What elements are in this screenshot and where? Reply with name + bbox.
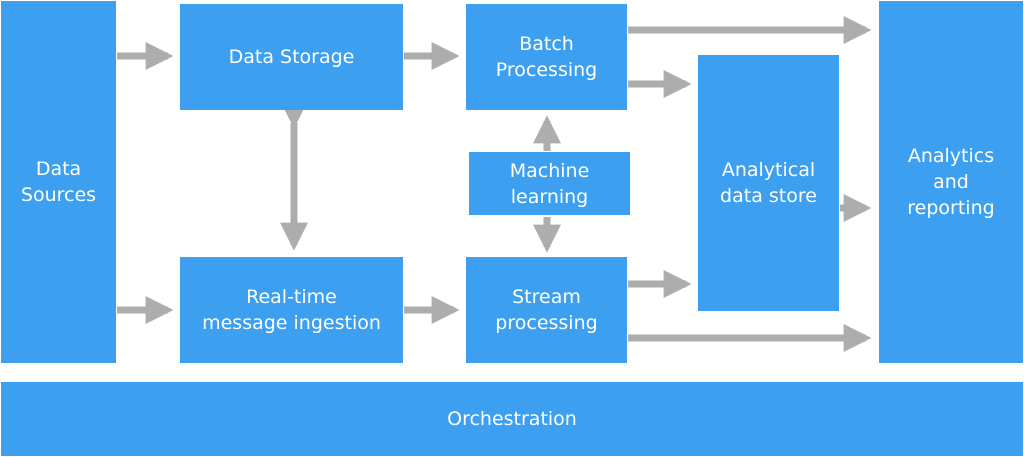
data-storage-label: Data Storage [228, 46, 355, 68]
machine-learning-box: Machine learning [469, 152, 630, 215]
analytics-reporting-box: Analytics and reporting [879, 1, 1023, 363]
data-sources-label: Data Sources [20, 158, 97, 206]
realtime-ingestion-box: Real-time message ingestion [180, 257, 403, 363]
batch-processing-label: Batch Processing [495, 33, 598, 81]
data-storage-box: Data Storage [180, 4, 403, 110]
machine-learning-label: Machine learning [509, 159, 590, 208]
analytical-data-store-label: Analytical data store [720, 159, 817, 207]
batch-processing-box: Batch Processing [466, 4, 627, 110]
stream-processing-label: Stream processing [495, 286, 598, 334]
orchestration-label: Orchestration [447, 408, 577, 430]
analytical-data-store-box: Analytical data store [698, 55, 839, 311]
analytics-reporting-label: Analytics and reporting [907, 145, 995, 219]
data-sources-box: Data Sources [1, 1, 116, 363]
stream-processing-box: Stream processing [466, 257, 627, 363]
orchestration-bar: Orchestration [1, 382, 1023, 456]
realtime-ingestion-label: Real-time message ingestion [202, 286, 381, 334]
